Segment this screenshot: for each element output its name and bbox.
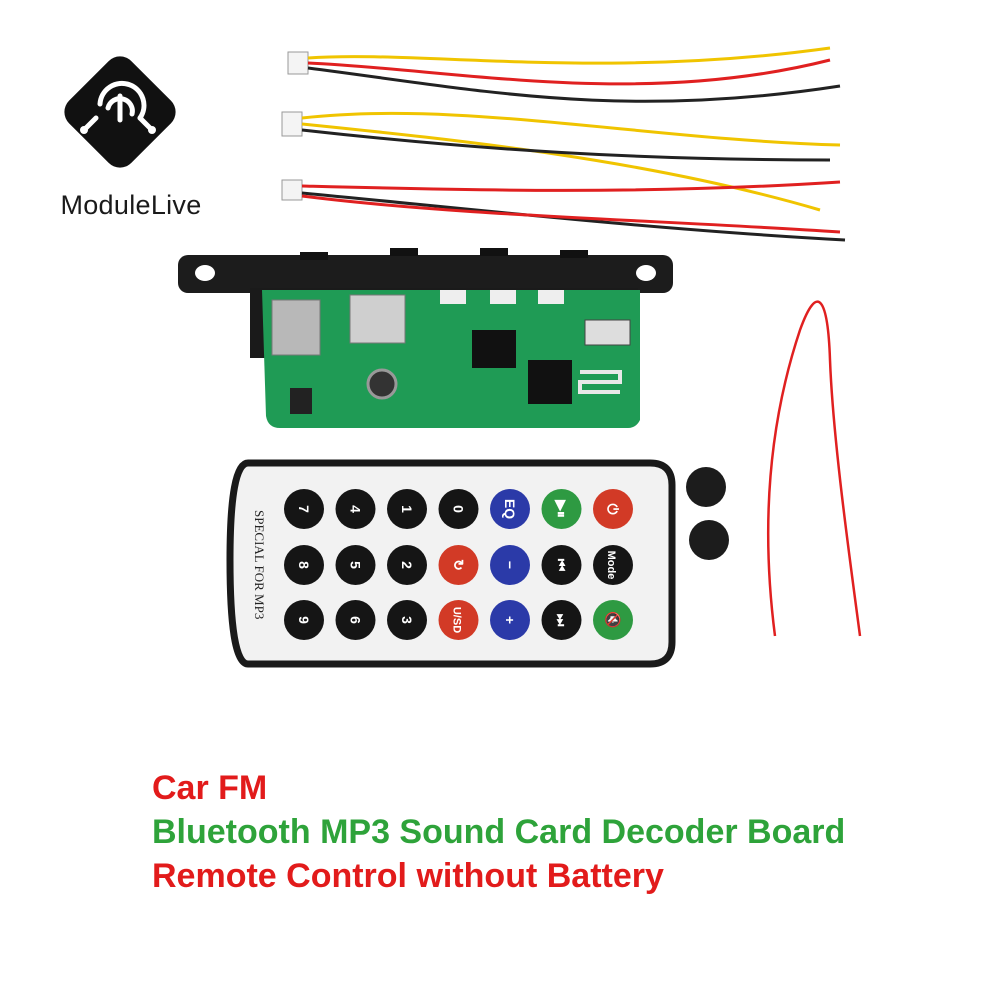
remote-button-shape — [387, 489, 427, 529]
remote-button[interactable]: ⏭ — [541, 600, 582, 640]
wire-harness-2 — [281, 111, 841, 212]
remote-button-shape — [335, 600, 376, 640]
remote-button[interactable]: + — [490, 600, 530, 640]
remote-side-text: SPECIAL FOR MP3 — [252, 510, 267, 619]
remote-button-shape — [541, 489, 582, 529]
remote-button-label: ⏻ — [605, 503, 621, 514]
caption: Car FM Bluetooth MP3 Sound Card Decoder … — [152, 766, 982, 898]
remote-button-shape — [335, 489, 376, 529]
remote-button-label: 2 — [399, 561, 415, 569]
remote-control: SPECIAL FOR MP3 7 4 1 0 EQ ▶⏸ ⏻ 8 5 2 ↻ − ⏮ Mode 9 6 3 U/… — [226, 459, 676, 668]
remote-button[interactable]: 1 — [387, 489, 427, 529]
brand-wordmark: ModuleLive — [36, 190, 226, 221]
remote-button-label: 7 — [296, 505, 312, 513]
remote-button[interactable]: ⏮ — [541, 545, 582, 585]
remote-button-shape — [593, 600, 633, 640]
remote-button-shape — [438, 600, 479, 640]
remote-button-label: + — [502, 616, 518, 624]
remote-button-shape — [490, 545, 530, 585]
caption-line-3: Remote Control without Battery — [152, 857, 664, 895]
remote-button[interactable]: 2 — [387, 545, 427, 585]
remote-button-label: EQ — [502, 499, 518, 519]
remote-button-shape — [593, 545, 633, 585]
remote-button-shape — [541, 545, 582, 585]
wire-harness-1 — [287, 46, 841, 103]
remote-button-shape — [490, 600, 530, 640]
remote-button-shape — [438, 489, 479, 529]
remote-button[interactable]: 9 — [284, 600, 324, 640]
decoder-board — [178, 248, 673, 428]
remote-button-label: ↻ — [451, 559, 467, 571]
remote-button[interactable]: 6 — [335, 600, 376, 640]
remote-button-shape — [335, 545, 376, 585]
remote-button[interactable]: − — [490, 545, 530, 585]
remote-button-label: 4 — [348, 505, 364, 513]
remote-button[interactable]: EQ — [490, 489, 530, 529]
remote-button-shape — [490, 489, 530, 529]
remote-button-label: U/SD — [451, 607, 463, 633]
remote-button-label: − — [502, 561, 518, 569]
remote-button-label: 0 — [451, 505, 467, 513]
remote-button[interactable]: 🔇 — [593, 600, 633, 640]
remote-button-label: 6 — [348, 616, 364, 624]
remote-button-label: ⏮ — [554, 559, 570, 572]
remote-button-label: 🔇 — [604, 611, 621, 628]
remote-button-label: 9 — [296, 616, 312, 624]
brand-name-part2: Live — [150, 190, 202, 220]
remote-button-label: 5 — [348, 561, 364, 569]
product-scene: SPECIAL FOR MP3 7 4 1 0 EQ ▶⏸ ⏻ 8 5 2 ↻ − ⏮ Mode 9 6 3 U/… — [178, 46, 862, 668]
remote-button[interactable]: 8 — [284, 545, 324, 585]
rubber-foot-2 — [689, 520, 729, 560]
remote-button-shape — [541, 600, 582, 640]
modulelive-logo-icon — [64, 56, 176, 168]
brand-name-part1: Module — [60, 190, 151, 220]
remote-button-label: ▶⏸ — [554, 499, 570, 518]
remote-button-label: 8 — [296, 561, 312, 569]
remote-button[interactable]: 4 — [335, 489, 376, 529]
remote-button-shape — [284, 545, 324, 585]
wire-harness-3 — [281, 179, 846, 242]
remote-button-shape — [387, 600, 427, 640]
remote-button[interactable]: 7 — [284, 489, 324, 529]
remote-button-label: 3 — [399, 616, 415, 624]
remote-button-shape — [284, 600, 324, 640]
rubber-foot-1 — [686, 467, 726, 507]
antenna-wire — [766, 300, 862, 637]
remote-button[interactable]: 3 — [387, 600, 427, 640]
remote-button-label: 1 — [399, 505, 415, 513]
remote-button[interactable]: ↻ — [438, 545, 479, 585]
caption-line-2: Bluetooth MP3 Sound Card Decoder Board — [152, 813, 846, 851]
remote-button[interactable]: Mode — [593, 545, 633, 585]
remote-button[interactable]: ⏻ — [593, 489, 633, 529]
remote-button[interactable]: U/SD — [438, 600, 479, 640]
remote-button[interactable]: ▶⏸ — [541, 489, 582, 529]
remote-button[interactable]: 0 — [438, 489, 479, 529]
remote-button-label: Mode — [605, 551, 617, 580]
remote-button-label: ⏭ — [554, 614, 570, 627]
caption-line-1: Car FM — [152, 769, 268, 807]
remote-button-shape — [387, 545, 427, 585]
remote-button[interactable]: 5 — [335, 545, 376, 585]
remote-button-shape — [438, 545, 479, 585]
remote-buttons: 7 4 1 0 EQ ▶⏸ ⏻ 8 5 2 ↻ − ⏮ Mode 9 6 3 U/SD + ⏭ 🔇 — [284, 489, 633, 640]
remote-button-shape — [284, 489, 324, 529]
brand-logo: ModuleLive — [18, 22, 208, 220]
remote-button-shape — [593, 489, 633, 529]
